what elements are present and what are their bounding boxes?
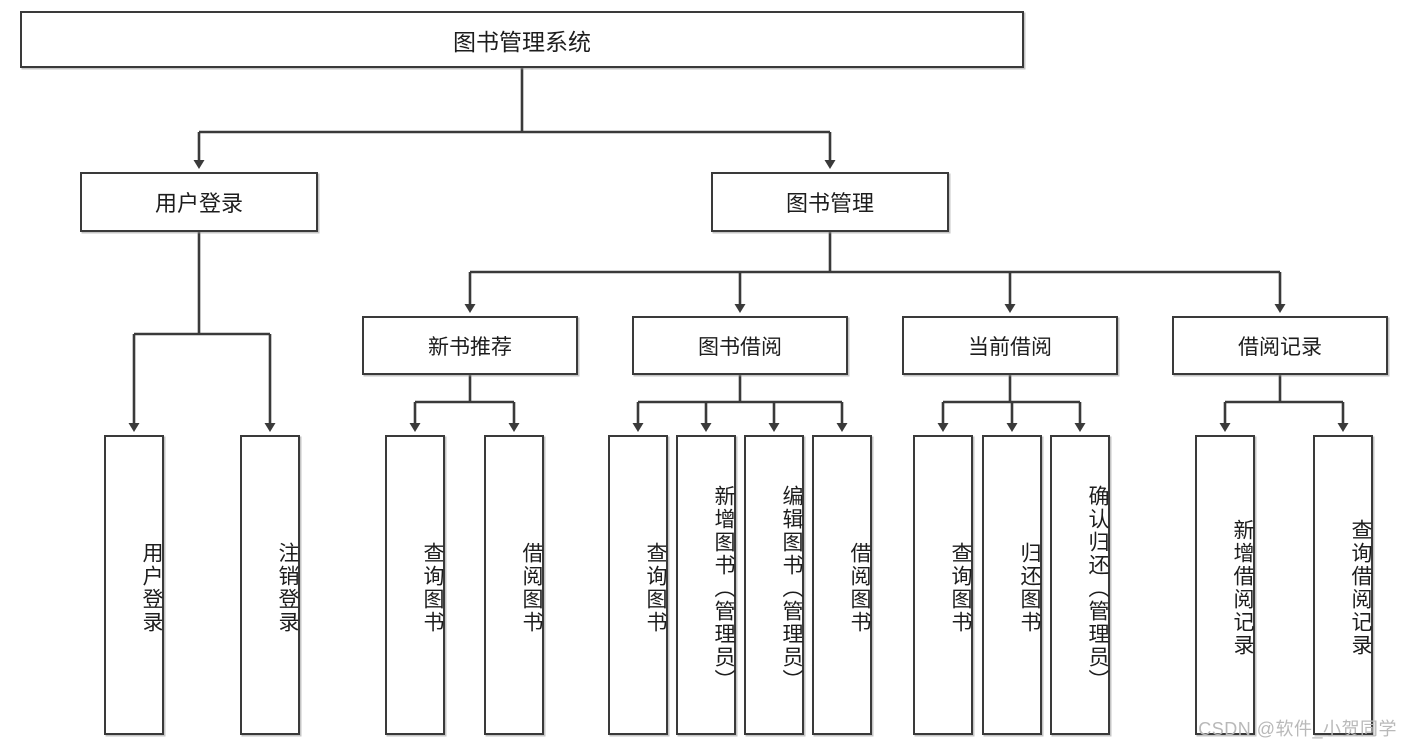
node-label: 新增借阅记录 [1231,519,1254,657]
node-leaf-rec-query-record[interactable]: 查询借阅记录 [1313,435,1373,735]
node-label: 图书借阅 [698,335,782,359]
node-user-login[interactable]: 用户登录 [80,172,318,232]
node-leaf-borrow-borrow-book[interactable]: 借阅图书 [812,435,872,735]
node-borrow-record[interactable]: 借阅记录 [1172,316,1388,375]
node-book-manage[interactable]: 图书管理 [711,172,949,232]
node-label: 借阅图书 [848,542,871,634]
node-label: 用户登录 [154,191,243,216]
node-label: 当前借阅 [968,335,1052,359]
node-current-borrow[interactable]: 当前借阅 [902,316,1118,375]
node-leaf-borrow-edit-book[interactable]: 编辑图书（管理员） [744,435,804,735]
node-label: 归还图书 [1018,542,1041,634]
node-leaf-borrow-query-book[interactable]: 查询图书 [608,435,668,735]
node-label: 编辑图书（管理员） [780,484,803,692]
node-leaf-cur-return-book[interactable]: 归还图书 [982,435,1042,735]
node-new-book-rec[interactable]: 新书推荐 [362,316,578,375]
node-leaf-rec-borrow-book[interactable]: 借阅图书 [484,435,544,735]
node-label: 新增图书（管理员） [712,484,735,692]
watermark-text: CSDN @软件_小贺同学 [1198,719,1397,739]
node-label: 用户登录 [140,542,163,634]
node-label: 查询图书 [421,542,444,634]
node-label: 查询图书 [644,542,667,634]
node-label: 确认归还（管理员） [1086,484,1109,692]
node-leaf-user-login[interactable]: 用户登录 [104,435,164,735]
node-leaf-user-logout[interactable]: 注销登录 [240,435,300,735]
node-label: 新书推荐 [428,335,512,359]
node-label: 查询图书 [949,542,972,634]
node-root[interactable]: 图书管理系统 [20,11,1024,68]
node-leaf-rec-add-record[interactable]: 新增借阅记录 [1195,435,1255,735]
node-label: 图书管理 [785,191,874,216]
node-label: 注销登录 [276,542,299,634]
node-label: 借阅图书 [520,542,543,634]
node-leaf-borrow-add-book[interactable]: 新增图书（管理员） [676,435,736,735]
node-label: 图书管理系统 [453,28,591,55]
node-leaf-cur-confirm-return[interactable]: 确认归还（管理员） [1050,435,1110,735]
node-label: 查询借阅记录 [1349,519,1372,657]
node-leaf-cur-query-book[interactable]: 查询图书 [913,435,973,735]
node-book-borrow[interactable]: 图书借阅 [632,316,848,375]
node-label: 借阅记录 [1238,335,1322,359]
node-leaf-rec-query-book[interactable]: 查询图书 [385,435,445,735]
